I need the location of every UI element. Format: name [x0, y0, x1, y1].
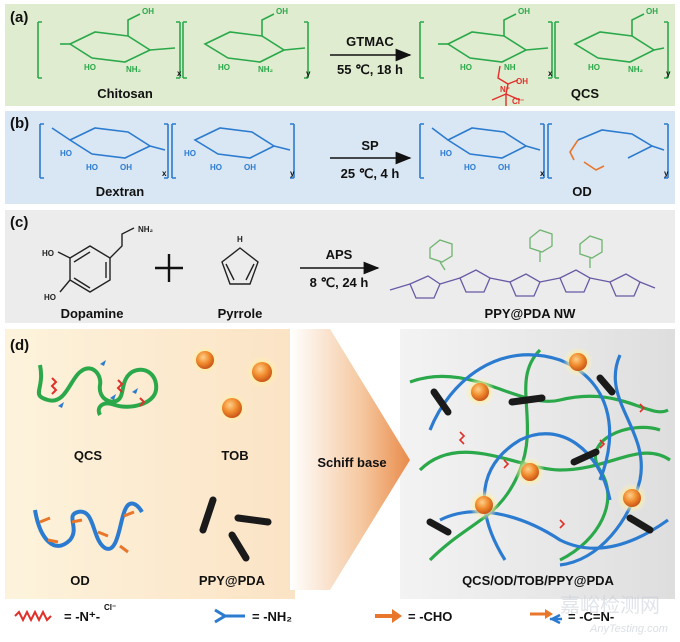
tob-particles	[191, 346, 278, 423]
chitosan-structure	[37, 13, 309, 79]
dextran-oh-1: OH	[120, 163, 132, 172]
reagent-aps: APS	[326, 247, 353, 262]
dopamine-ho-1: HO	[42, 249, 54, 258]
watermark-cn: 嘉峪检测网	[560, 593, 660, 617]
legend-imine-text: = -C=N-	[568, 609, 614, 624]
qcs-structure	[419, 13, 669, 79]
dopamine-ho-2: HO	[44, 293, 56, 302]
schiff-base-arrow	[290, 329, 410, 590]
legend-amine-text: = -NH₂	[252, 609, 292, 624]
watermark-en: AnyTesting.com	[589, 623, 668, 635]
dextran-y: y	[290, 169, 295, 178]
od-ho-1: HO	[440, 149, 452, 158]
ppy-pda-rods	[199, 496, 272, 562]
dopamine-structure	[57, 227, 135, 293]
ppy-pda-structure	[389, 229, 656, 299]
qcs-chain	[36, 360, 159, 416]
qcs-y: y	[666, 69, 671, 78]
legend-imine-icon	[530, 609, 562, 625]
dopamine-nh2: NH₂	[138, 225, 154, 234]
od-aldehydes	[569, 139, 605, 171]
qcs-ho-1: HO	[460, 63, 472, 72]
qcs-nh: NH	[504, 63, 516, 72]
conditions-c: 8 ℃, 24 h	[310, 275, 369, 290]
chitosan-ho-2: HO	[218, 63, 230, 72]
chitosan-y: y	[306, 69, 311, 78]
qcs-oh-1: OH	[518, 7, 530, 16]
legend-aldehyde-text: = -CHO	[408, 609, 452, 624]
pyrrole-label: Pyrrole	[218, 306, 263, 321]
ppy-pda-component-label: PPY@PDA	[199, 573, 266, 588]
dextran-structure	[39, 123, 295, 179]
qcs-cl-minus: Cl⁻	[512, 97, 524, 106]
od-label: OD	[572, 184, 592, 199]
conditions-b: 25 ℃, 4 h	[341, 166, 400, 181]
tob-component-label: TOB	[221, 448, 248, 463]
dopamine-label: Dopamine	[61, 306, 124, 321]
pyrrole-structure	[221, 247, 259, 285]
ppy-pda-nw-label: PPY@PDA NW	[485, 306, 577, 321]
chitosan-ho-1: HO	[84, 63, 96, 72]
qcs-n-plus: N⁺	[500, 85, 510, 94]
chitosan-nh2-1: NH₂	[126, 65, 142, 74]
qcs-nh2: NH₂	[628, 65, 644, 74]
od-y: y	[664, 169, 669, 178]
dextran-x: x	[162, 169, 167, 178]
chitosan-x: x	[177, 69, 182, 78]
chitosan-nh2-2: NH₂	[258, 65, 274, 74]
network-product-label: QCS/OD/TOB/PPY@PDA	[462, 573, 614, 588]
dextran-label: Dextran	[96, 184, 144, 199]
legend-ammonium-cl: Cl⁻	[104, 603, 116, 612]
chitosan-oh-2: OH	[276, 7, 288, 16]
qcs-side-chain	[491, 65, 521, 106]
od-structure	[419, 123, 669, 179]
dextran-ho-2: HO	[86, 163, 98, 172]
chitosan-label: Chitosan	[97, 86, 153, 101]
qcs-oh-chain: OH	[516, 77, 528, 86]
panel-b-tag: (b)	[10, 115, 29, 132]
chitosan-oh-1: OH	[142, 7, 154, 16]
legend-ammonium-icon	[14, 609, 52, 623]
od-x: x	[540, 169, 545, 178]
legend-aldehyde-icon	[375, 609, 402, 623]
qcs-x: x	[548, 69, 553, 78]
schiff-base-label: Schiff base	[317, 455, 386, 470]
od-chain	[33, 501, 144, 554]
qcs-label: QCS	[571, 86, 600, 101]
dextran-ho-3: HO	[184, 149, 196, 158]
panel-a-tag: (a)	[10, 9, 28, 26]
qcs-ho-2: HO	[588, 63, 600, 72]
dextran-ho-4: HO	[210, 163, 222, 172]
od-component-label: OD	[70, 573, 90, 588]
qcs-component-label: QCS	[74, 448, 103, 463]
panel-c-background	[5, 210, 675, 323]
od-oh: OH	[498, 163, 510, 172]
qcs-oh-2: OH	[646, 7, 658, 16]
plus-sign	[155, 254, 183, 282]
hydrogel-network	[409, 347, 671, 567]
dextran-oh-2: OH	[244, 163, 256, 172]
legend-ammonium-text: = -N⁺-	[64, 609, 100, 624]
pyrrole-h: H	[237, 235, 243, 244]
reagent-sp: SP	[361, 138, 379, 153]
conditions-a: 55 ℃, 18 h	[337, 62, 403, 77]
dextran-ho-1: HO	[60, 149, 72, 158]
legend-amine-icon	[214, 608, 245, 624]
panel-d-tag: (d)	[10, 337, 29, 354]
reagent-gtmac: GTMAC	[346, 34, 394, 49]
panel-c-tag: (c)	[10, 214, 28, 231]
od-ho-2: HO	[464, 163, 476, 172]
